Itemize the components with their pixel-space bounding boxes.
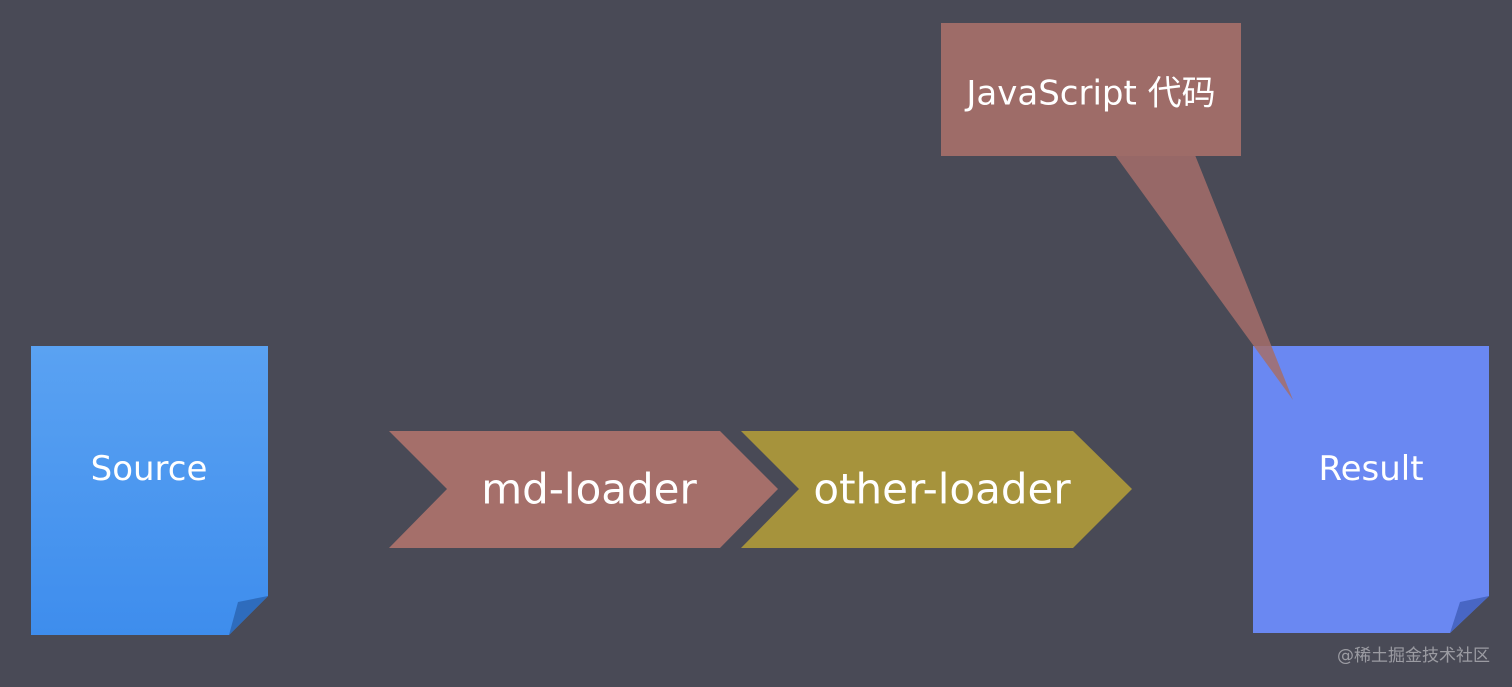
- result-document: [1253, 346, 1489, 633]
- watermark: @稀土掘金技术社区: [1337, 646, 1490, 666]
- source-document: [31, 346, 268, 635]
- javascript-callout: [941, 23, 1293, 400]
- other-loader-chevron: [741, 431, 1132, 548]
- result-page-curl: [1450, 596, 1489, 633]
- md-loader-chevron: [389, 431, 778, 548]
- source-page-curl: [229, 596, 268, 635]
